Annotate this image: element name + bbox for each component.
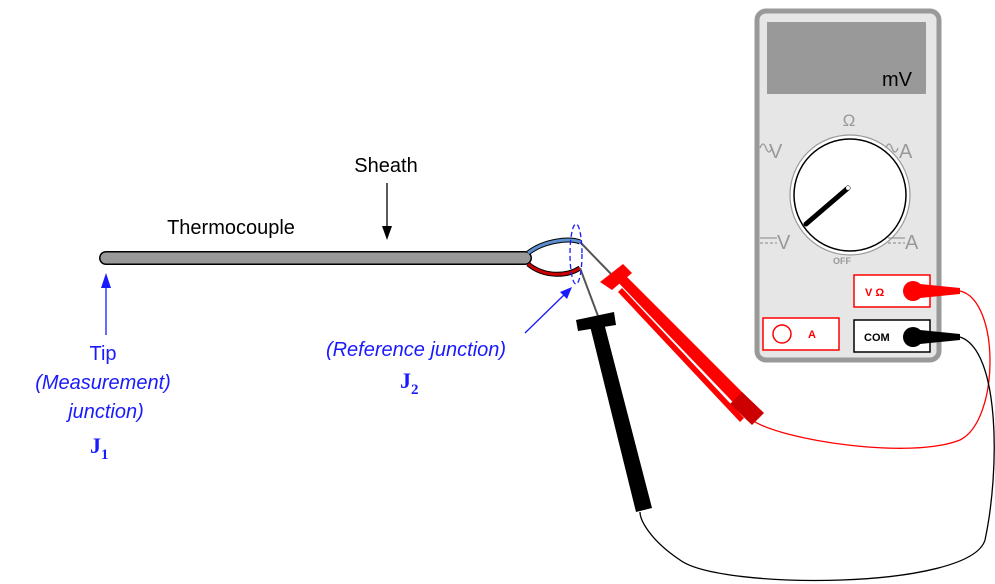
multimeter: mV Ω V A V A OFF V Ω <box>754 8 942 363</box>
dial-dc-amps-label: A <box>905 232 919 254</box>
reference-junction-label: (Reference junction) <box>326 339 506 361</box>
dial-ohm-label: Ω <box>843 111 856 130</box>
red-test-lead-cable <box>751 290 991 449</box>
tip-arrow-head <box>101 273 111 288</box>
dial-ac-volts-label: V <box>769 141 783 163</box>
thermocouple-probe <box>99 237 613 317</box>
selector-pointer <box>803 185 851 227</box>
lead-wire-black-probe <box>579 267 599 317</box>
lead-wire-red-probe <box>579 241 613 276</box>
reference-arrow-head <box>560 287 572 299</box>
display-unit: mV <box>882 69 913 91</box>
black-plug <box>903 327 923 347</box>
red-wire <box>527 262 581 276</box>
junction-label: junction) <box>65 401 144 423</box>
dc-amps-setting: A <box>888 232 919 254</box>
ac-wave-icon <box>885 143 899 153</box>
ac-wave-icon <box>759 143 773 153</box>
black-probe-handle <box>590 323 652 512</box>
meter-display <box>767 22 926 94</box>
sheath-arrow-head <box>382 226 392 240</box>
dial-off-label: OFF <box>833 256 851 266</box>
reference-arrow-line <box>524 292 567 334</box>
blue-wire <box>527 238 581 255</box>
j1-label: J1 <box>90 433 109 463</box>
black-probe <box>576 312 652 512</box>
ac-volts-setting: V <box>759 141 783 163</box>
j2-main: J <box>400 368 411 393</box>
dial-pivot <box>846 186 850 190</box>
j2-label: J2 <box>400 368 419 398</box>
j1-main: J <box>90 433 101 458</box>
black-probe-guard <box>576 312 616 331</box>
j2-subscript: 2 <box>411 382 419 398</box>
thermocouple-label: Thermocouple <box>167 217 295 239</box>
measurement-label: (Measurement) <box>35 372 171 394</box>
dc-volts-setting: V <box>760 232 791 254</box>
ac-amps-setting: A <box>885 141 913 163</box>
jack-amps[interactable] <box>762 317 840 351</box>
jack-com-label: COM <box>864 332 890 344</box>
red-probe-grip <box>730 392 764 425</box>
red-probe-body <box>618 288 744 422</box>
jack-v-ohm-label: V Ω <box>865 287 884 299</box>
selector-dial[interactable] <box>793 138 907 252</box>
red-plug <box>903 281 923 301</box>
red-probe <box>600 264 764 425</box>
dial-dc-volts-label: V <box>777 232 791 254</box>
tip-label: Tip <box>89 343 116 365</box>
red-probe-handle <box>613 270 760 420</box>
j1-subscript: 1 <box>101 447 109 463</box>
jack-amps-label: A <box>808 329 816 341</box>
dial-ac-amps-label: A <box>899 141 913 163</box>
reference-junction-marker <box>569 223 583 285</box>
black-plug-boot <box>920 330 960 344</box>
red-plug-boot <box>920 284 960 298</box>
amps-jack-socket <box>772 324 792 344</box>
sheath-label: Sheath <box>354 155 417 177</box>
black-test-lead-cable <box>639 336 995 582</box>
